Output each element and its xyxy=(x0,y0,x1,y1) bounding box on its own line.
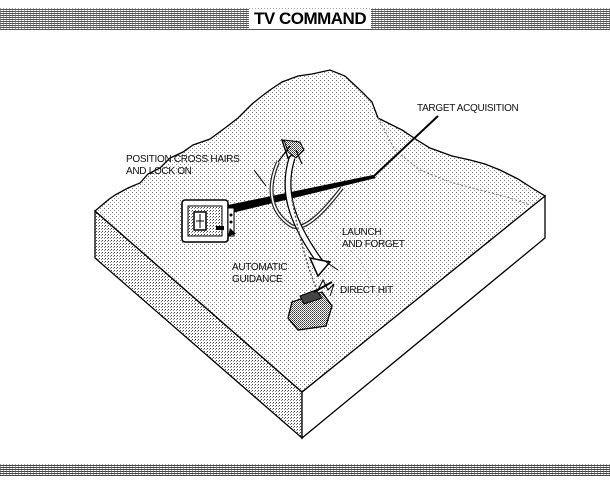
monitor-icon xyxy=(181,199,236,243)
label-direct-hit: DIRECT HIT xyxy=(340,285,393,296)
aircraft-icon xyxy=(277,139,305,165)
terrain-ridge xyxy=(377,117,531,206)
label-target-acquisition: TARGET ACQUISITION xyxy=(417,103,519,114)
tank-icon xyxy=(287,278,335,331)
terrain-top-surface xyxy=(94,69,547,393)
sight-beam xyxy=(228,175,376,214)
label-position-cross-hairs: POSITION CROSS HAIRS AND LOCK ON xyxy=(126,154,240,177)
page-title: TV COMMAND xyxy=(249,9,372,29)
target-acquisition-leader xyxy=(372,115,439,178)
label-automatic-guidance: AUTOMATIC GUIDANCE xyxy=(232,262,288,285)
guidance-dotted-path xyxy=(291,199,319,293)
label-launch-and-forget: LAUNCH AND FORGET xyxy=(342,227,405,250)
footer-band xyxy=(0,464,610,476)
